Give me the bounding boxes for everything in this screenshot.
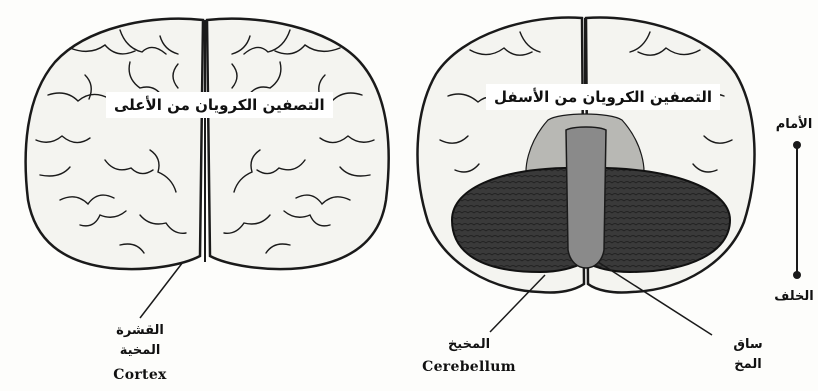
caption-top-view: التصفين الكرويان من الأعلى — [106, 92, 333, 118]
label-cerebellum-en: Cerebellum — [414, 358, 524, 376]
cortex-leader-line — [140, 262, 183, 318]
label-cortex-en: Cortex — [100, 366, 180, 384]
caption-bottom-view: التصفين الكرويان من الأسفل — [486, 84, 720, 110]
label-brainstem-ar-2: المخ — [720, 356, 776, 374]
orientation-axis — [796, 147, 798, 275]
brain-top-view — [26, 19, 389, 318]
orientation-dot-back — [793, 271, 801, 279]
label-front: الأمام — [770, 116, 818, 134]
label-brainstem-ar-1: ساق — [720, 336, 776, 354]
label-back: الخلف — [770, 288, 818, 306]
label-cortex-ar-1: القشرة — [108, 322, 172, 340]
label-cortex-ar-2: المخية — [108, 342, 172, 360]
brain-bottom-view — [418, 17, 755, 335]
brainstem — [566, 127, 606, 268]
label-cerebellum-ar: المخيخ — [424, 336, 514, 354]
